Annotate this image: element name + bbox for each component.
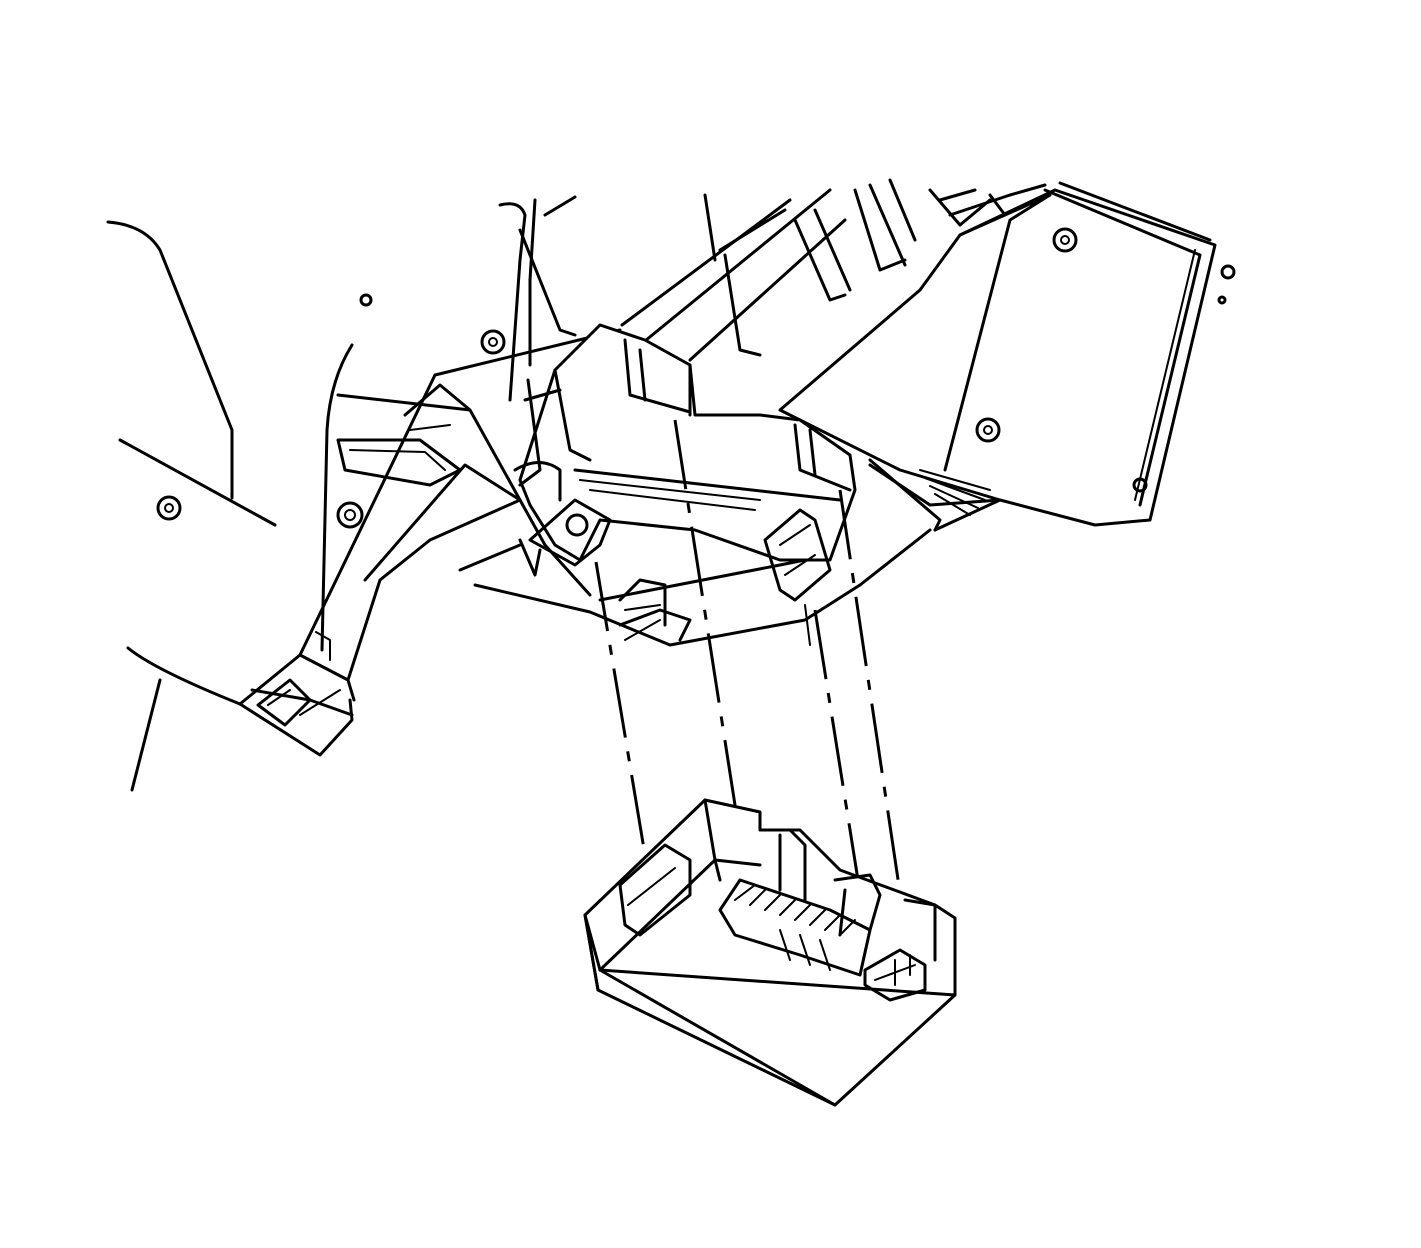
bolt-hole	[565, 513, 589, 537]
alignment-lines	[594, 419, 912, 961]
bolt-head	[336, 501, 364, 529]
alignment-line	[594, 561, 647, 856]
bolt-hole	[359, 293, 373, 307]
alignment-line	[813, 609, 860, 881]
bolt-head	[975, 417, 1001, 443]
bolt-head	[344, 509, 356, 521]
control-module	[583, 798, 957, 1107]
bolt-hole	[164, 503, 174, 513]
alignment-line	[838, 489, 912, 961]
bolt-hole	[1217, 295, 1227, 305]
bolt-head	[1060, 235, 1070, 245]
bolt-head	[480, 329, 506, 355]
bolt-head	[983, 425, 993, 435]
bolt-head	[488, 337, 498, 347]
bolt-hole	[1220, 264, 1236, 280]
instrument-panel-support-bracket	[238, 178, 1236, 757]
bolt-hole	[156, 495, 182, 521]
vehicle-body-panel	[106, 220, 373, 792]
bolt-head	[1052, 227, 1078, 253]
bolt-hole	[1132, 477, 1148, 493]
alignment-line	[673, 419, 744, 851]
mounting-plate	[513, 323, 857, 646]
